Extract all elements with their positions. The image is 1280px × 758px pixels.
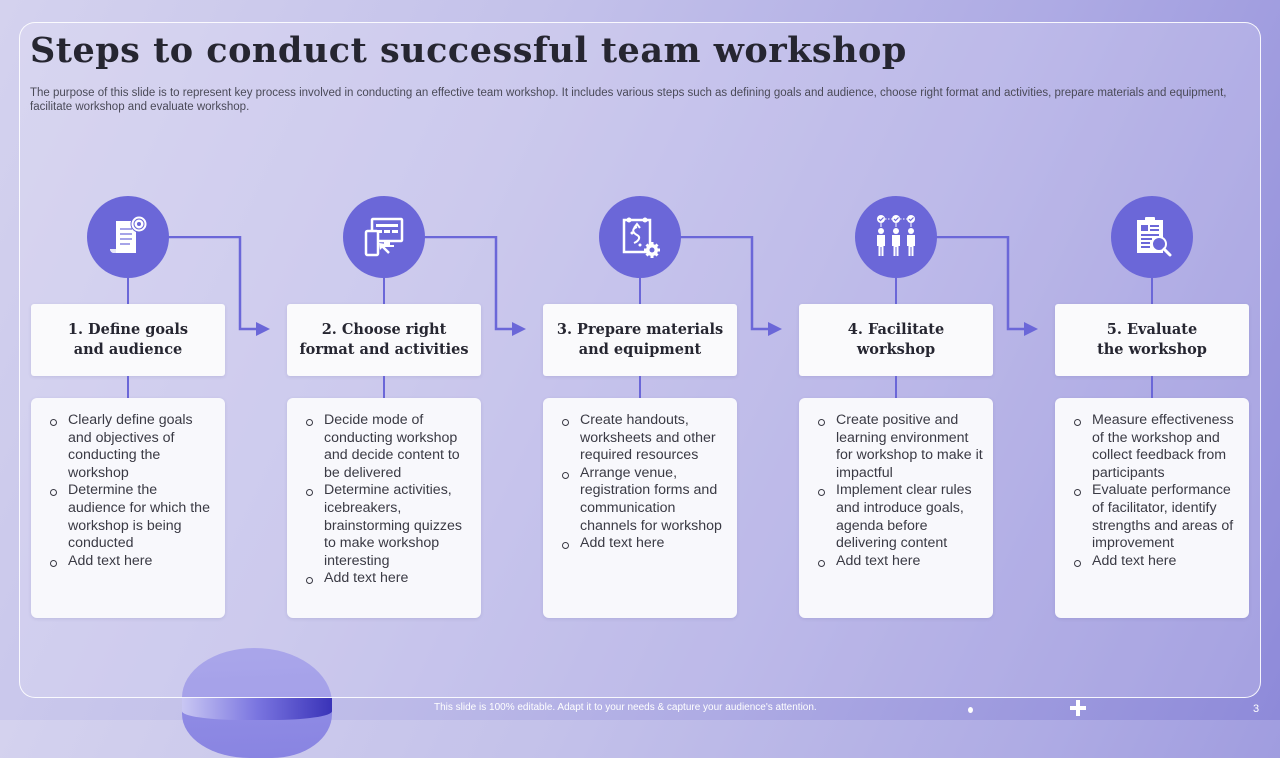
bullet-item: Add text here <box>561 535 729 553</box>
step-4-icon-circle <box>855 196 937 278</box>
bullet-item: Clearly define goals and objectives of c… <box>49 412 217 482</box>
step-5-icon-circle <box>1111 196 1193 278</box>
step-4-connector-top <box>895 278 897 304</box>
step-4-connector-bottom <box>895 376 897 398</box>
bullet-item: Decide mode of conducting workshop and d… <box>305 412 473 482</box>
step-2-details: Decide mode of conducting workshop and d… <box>287 398 481 618</box>
step-5-details: Measure effectiveness of the workshop an… <box>1055 398 1249 618</box>
step-1-connector-bottom <box>127 376 129 398</box>
document-target-icon <box>110 215 148 253</box>
step-1-details: Clearly define goals and objectives of c… <box>31 398 225 618</box>
page-number: 3 <box>1253 703 1260 715</box>
arrow-step-2-to-3 <box>424 236 526 336</box>
bullet-item: Add text here <box>1073 553 1241 571</box>
bullet-item: Measure effectiveness of the workshop an… <box>1073 412 1241 482</box>
step-4-details: Create positive and learning environment… <box>799 398 993 618</box>
step-3-icon-circle <box>599 196 681 278</box>
bullet-item: Determine activities, icebreakers, brain… <box>305 482 473 570</box>
step-2-connector-top <box>383 278 385 304</box>
devices-click-icon <box>364 217 404 257</box>
slide-title: Steps to conduct successful team worksho… <box>30 30 907 71</box>
bullet-item: Add text here <box>305 570 473 588</box>
bullet-item: Create positive and learning environment… <box>817 412 985 482</box>
decorative-dot <box>968 707 973 713</box>
step-1-icon-circle <box>87 196 169 278</box>
bullet-item: Add text here <box>49 553 217 571</box>
bullet-item: Add text here <box>817 553 985 571</box>
arrow-step-4-to-5 <box>936 236 1038 336</box>
clipboard-search-icon <box>1137 217 1172 257</box>
team-checklist-icon <box>877 215 915 256</box>
bullet-item: Evaluate performance of facilitator, ide… <box>1073 482 1241 552</box>
arrow-step-1-to-2 <box>168 236 270 336</box>
decorative-blob-base <box>182 698 332 720</box>
step-3-connector-bottom <box>639 376 641 398</box>
step-2-icon-circle <box>343 196 425 278</box>
bullet-item: Create handouts, worksheets and other re… <box>561 412 729 465</box>
arrow-step-3-to-4 <box>680 236 782 336</box>
bullet-item: Implement clear rules and introduce goal… <box>817 482 985 552</box>
bullet-item: Determine the audience for which the wor… <box>49 482 217 552</box>
step-2-connector-bottom <box>383 376 385 398</box>
step-5-connector-top <box>1151 278 1153 304</box>
plus-icon <box>1070 700 1086 716</box>
step-1-connector-top <box>127 278 129 304</box>
step-5-connector-bottom <box>1151 376 1153 398</box>
slide-subtitle: The purpose of this slide is to represen… <box>30 87 1227 113</box>
step-3-connector-top <box>639 278 641 304</box>
bullet-item: Arrange venue, registration forms and co… <box>561 465 729 535</box>
clipboard-gear-icon <box>622 217 660 258</box>
footer-text: This slide is 100% editable. Adapt it to… <box>434 702 817 713</box>
step-3-details: Create handouts, worksheets and other re… <box>543 398 737 618</box>
